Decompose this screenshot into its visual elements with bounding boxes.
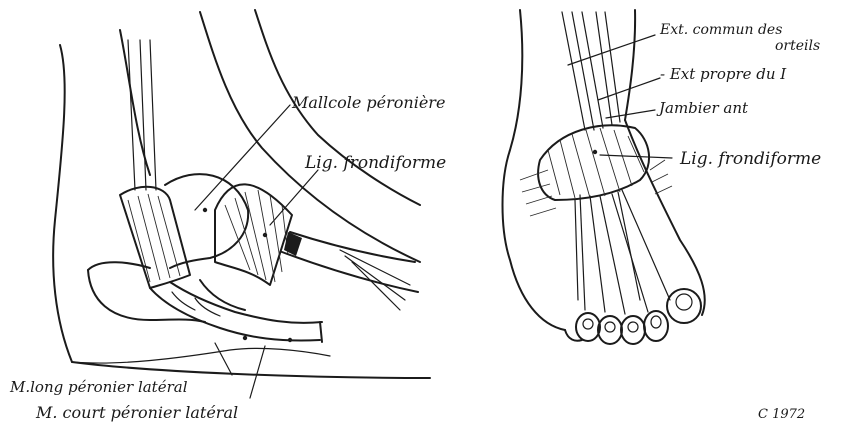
label-long-peronier-lateral: M.long péronier latéral	[9, 378, 188, 396]
label-jambier-ant: Jambier ant	[656, 99, 749, 117]
label-malleole-peroniere: Mallcole péronière	[291, 93, 445, 112]
anterior-foot-drawing	[503, 10, 705, 344]
artist-signature: C 1972	[758, 407, 805, 422]
label-lig-frondiforme-right: Lig. frondiforme	[679, 149, 821, 169]
label-lig-frondiforme-left: Lig. frondiforme	[304, 153, 446, 173]
label-ext-commun-line2: orteils	[775, 38, 820, 54]
lateral-ankle-drawing	[53, 10, 430, 398]
label-ext-propre: - Ext propre du I	[660, 65, 787, 83]
label-court-peronier-lateral: M. court péronier latéral	[35, 403, 238, 422]
label-ext-commun-line1: Ext. commun des	[659, 22, 782, 38]
toes	[576, 289, 701, 344]
